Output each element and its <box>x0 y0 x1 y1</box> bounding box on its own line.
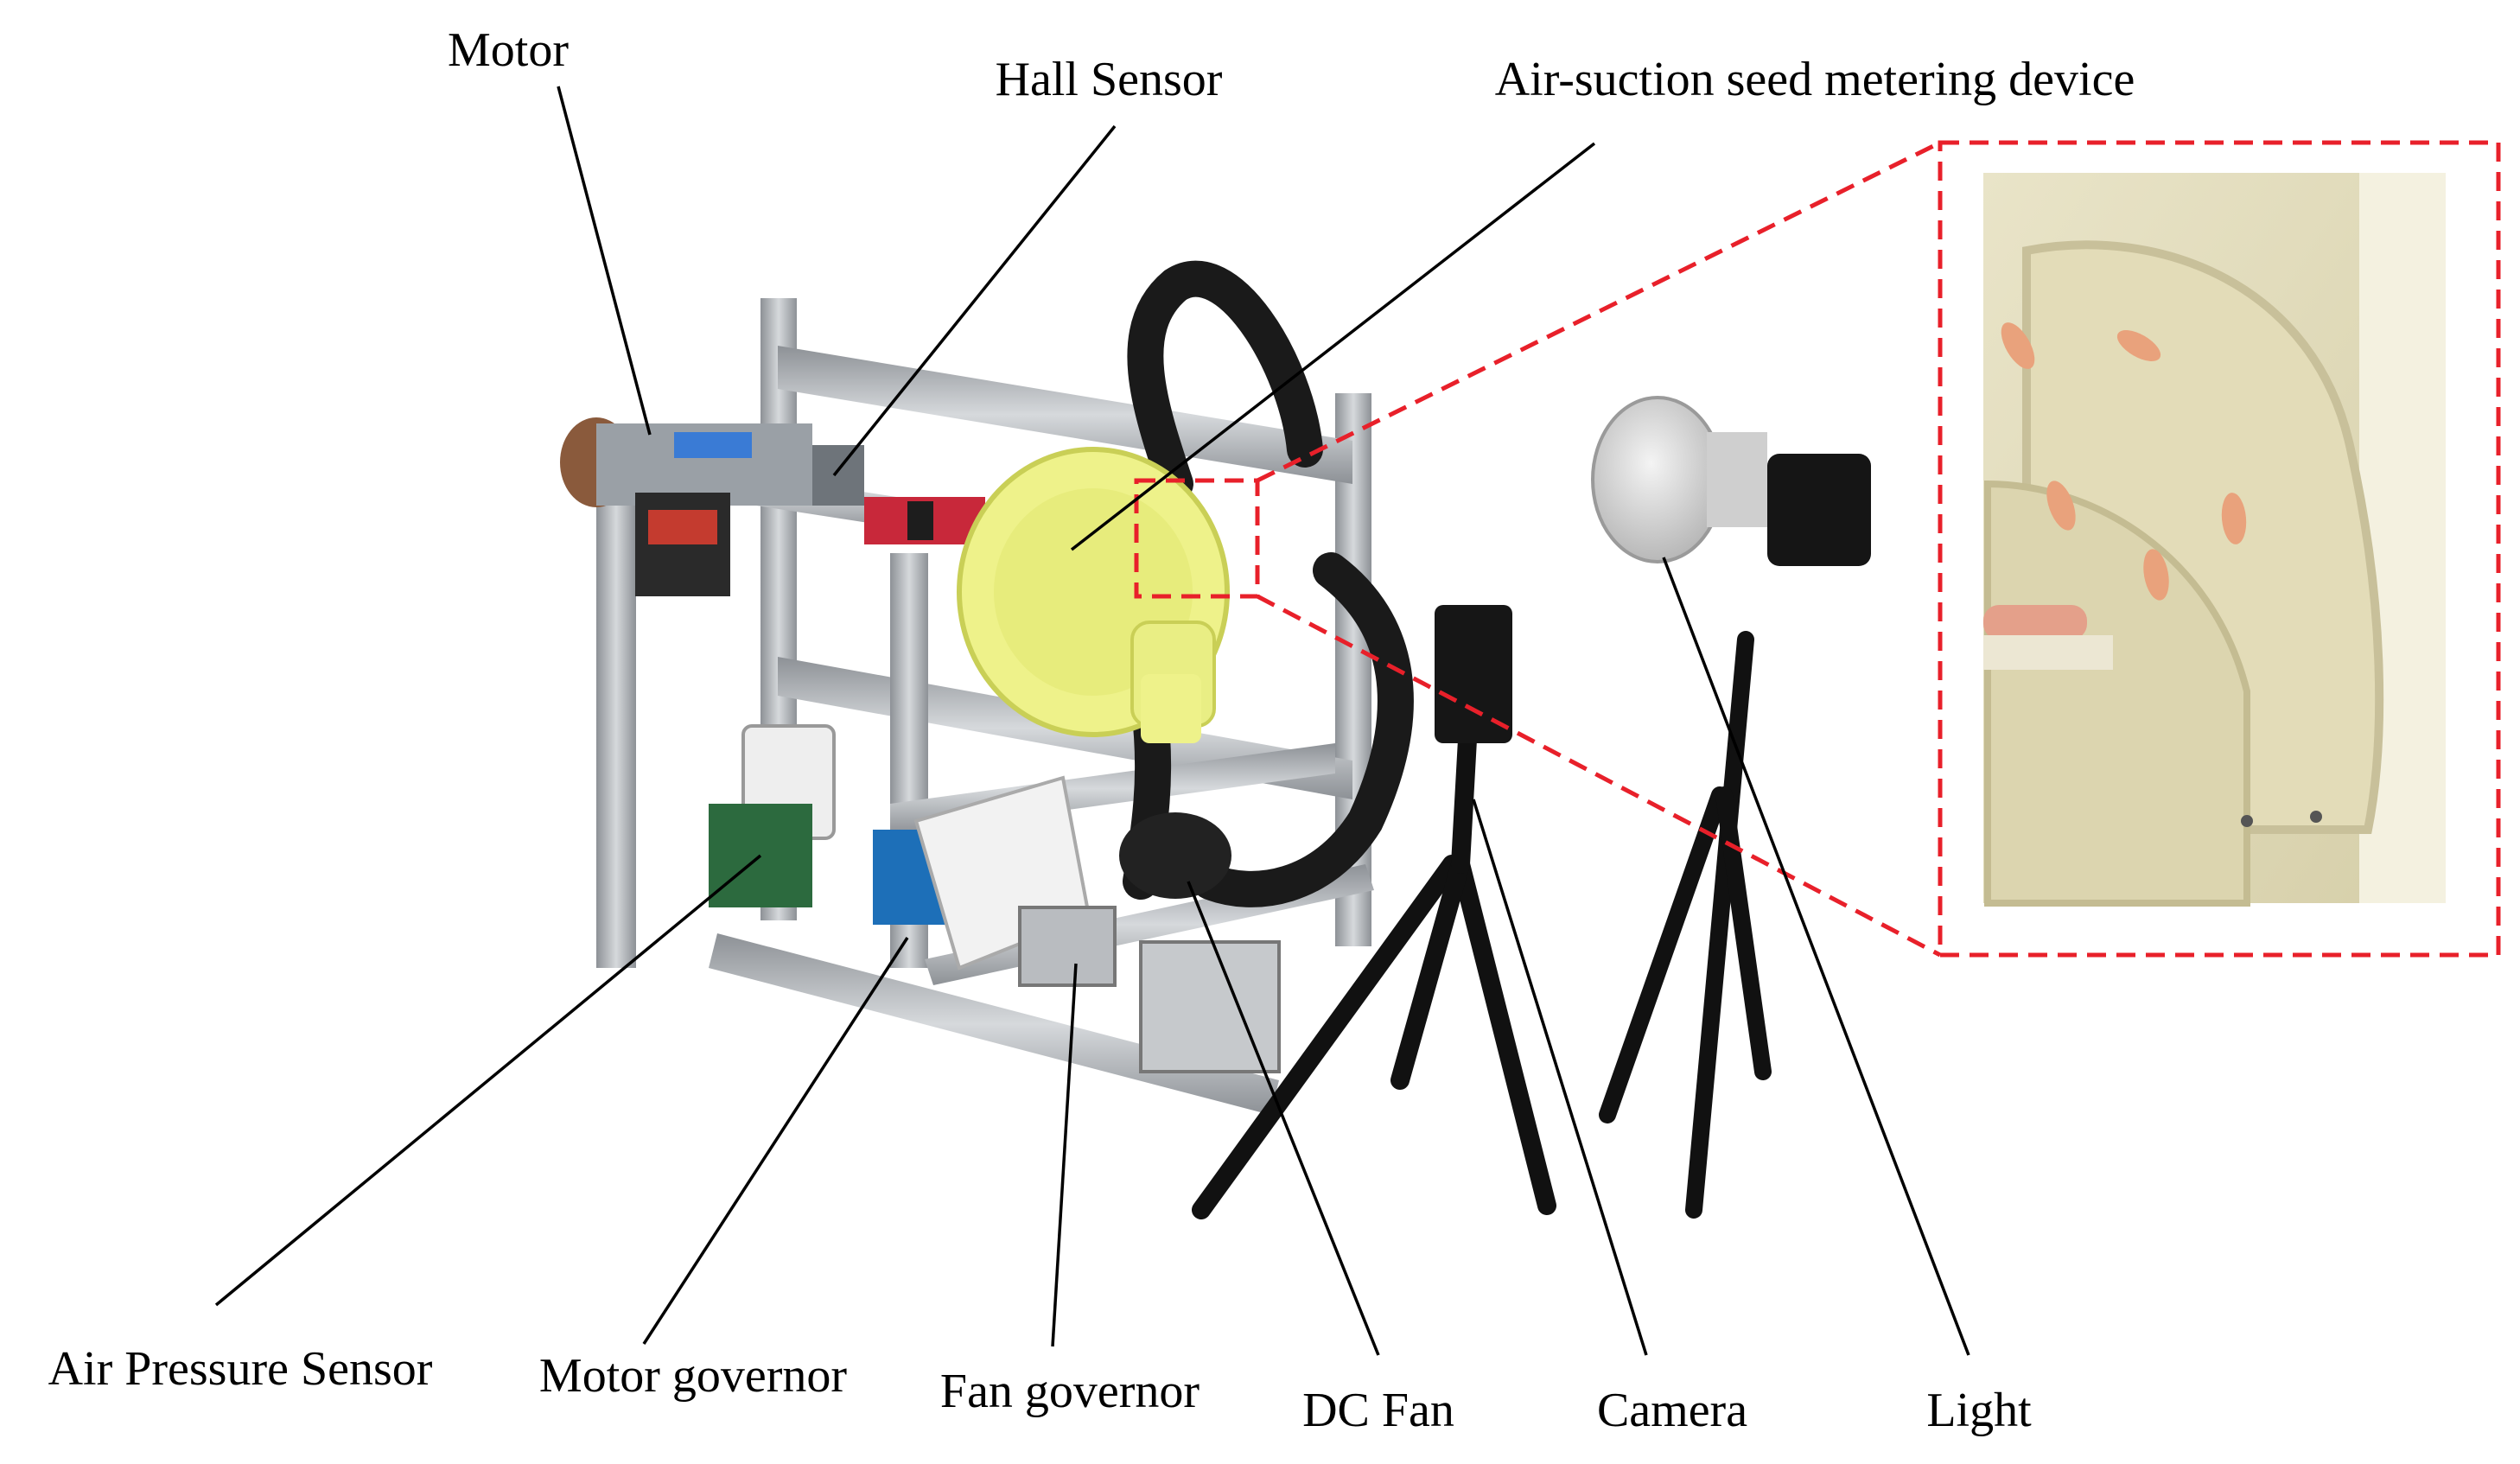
leader-seed-metering <box>1070 142 1596 551</box>
seed <box>2143 549 2169 601</box>
motor-unit <box>560 417 1115 596</box>
dc-fan-body <box>1119 812 1231 899</box>
light-tripod <box>1599 631 1772 1219</box>
label-dc-fan: DC Fan <box>1302 1384 1454 1437</box>
zoom-callout <box>1134 140 2501 958</box>
leader-dc-fan <box>1187 881 1380 1356</box>
label-air-pressure-sensor: Air Pressure Sensor <box>48 1342 433 1396</box>
lamp-heatsink <box>1707 432 1767 527</box>
zoom-line-top <box>1256 140 1942 483</box>
leader-hall-sensor <box>832 124 1117 477</box>
label-seed-metering-device: Air-suction seed metering device <box>1495 53 2135 106</box>
label-fan-governor: Fan governor <box>940 1365 1200 1418</box>
lamp-mount <box>1767 454 1871 566</box>
leader-motor-governor <box>642 937 909 1345</box>
seed-metering-device-body <box>957 447 1230 743</box>
leader-light <box>1662 557 1970 1356</box>
leader-lines <box>214 86 1970 1356</box>
zoom-source-box <box>1134 478 1260 599</box>
label-camera: Camera <box>1597 1384 1747 1437</box>
seed <box>2046 481 2076 531</box>
leader-motor <box>557 86 652 436</box>
seed <box>2116 330 2161 361</box>
bench-photo <box>560 260 1871 1219</box>
seed <box>2221 493 2247 544</box>
zoom-inset-box <box>1938 140 2501 958</box>
seed <box>2001 322 2035 369</box>
label-light: Light <box>1926 1384 2032 1437</box>
camera-body <box>1435 605 1512 743</box>
leader-air-pressure-sensor <box>214 854 762 1307</box>
zoom-line-bottom <box>1256 594 1942 958</box>
leader-camera <box>1472 799 1648 1356</box>
finger <box>1983 605 2087 640</box>
fan-governor-box <box>1018 906 1117 987</box>
lamp-head <box>1591 396 1724 563</box>
leader-fan-governor <box>1051 963 1078 1347</box>
label-hall-sensor: Hall Sensor <box>996 53 1223 106</box>
label-motor: Motor <box>448 23 569 77</box>
zoom-inset-photo <box>1983 173 2446 907</box>
label-motor-governor: Motor governor <box>539 1349 848 1403</box>
